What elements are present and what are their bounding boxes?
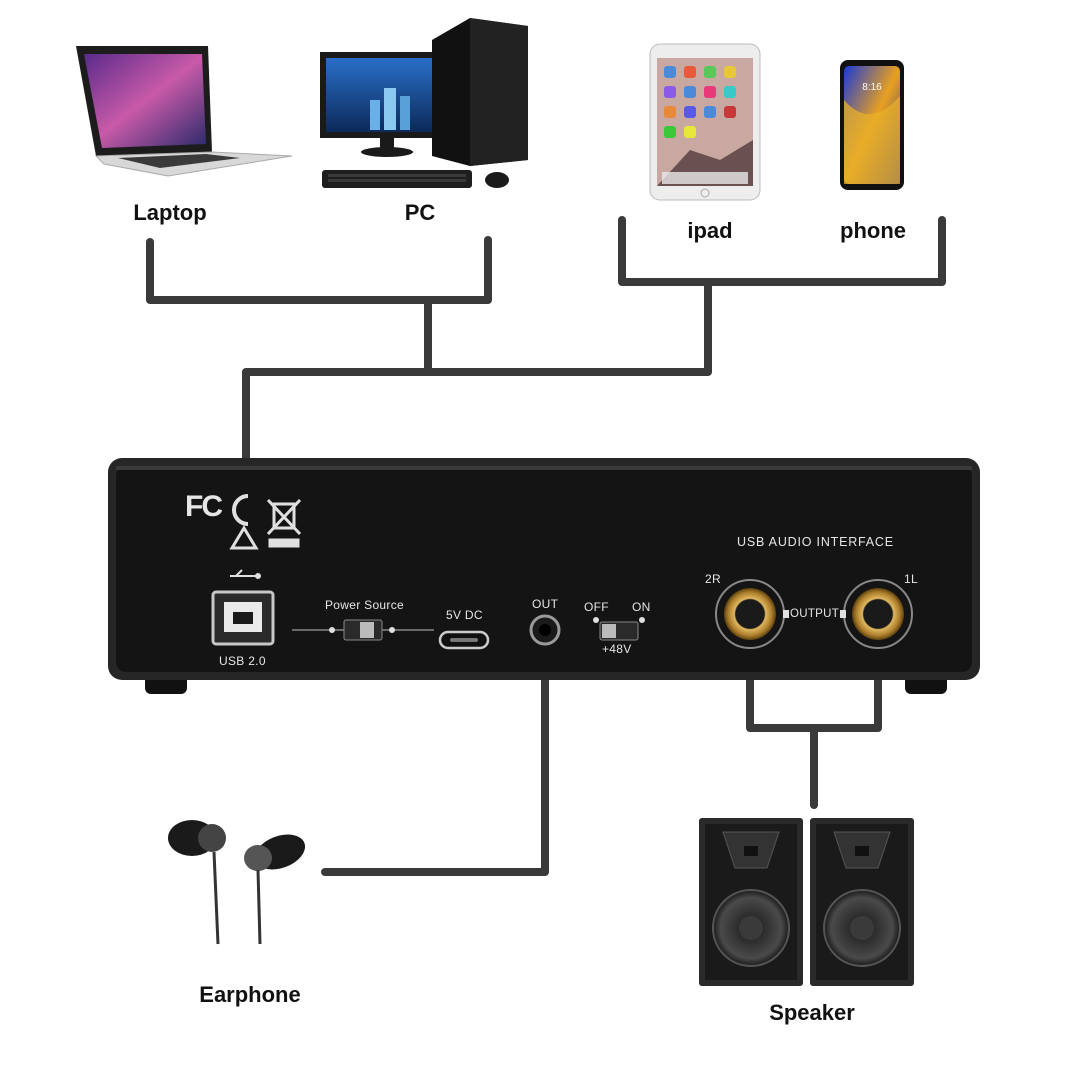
speaker-left-image (699, 818, 803, 986)
panel-title: USB AUDIO INTERFACE (737, 535, 894, 549)
fcc-logo: FC (185, 490, 221, 524)
switch-on-label: ON (632, 600, 651, 614)
output-right-label: 2R (705, 572, 721, 586)
laptop-image (76, 46, 292, 176)
label-pc: PC (370, 200, 470, 226)
speaker-right-image (810, 818, 914, 986)
output-label: OUTPUT (790, 608, 839, 620)
earphone-image (168, 820, 310, 944)
usb-port-label: USB 2.0 (219, 654, 266, 668)
label-speaker: Speaker (742, 1000, 882, 1026)
output-left-label: 1L (904, 572, 918, 586)
dc-input-label: 5V DC (446, 608, 483, 622)
pc-image (320, 18, 528, 188)
out-jack-label: OUT (532, 597, 558, 611)
phone-image (840, 60, 904, 190)
switch-off-label: OFF (584, 600, 609, 614)
cable-laptop-pc-fork (150, 240, 488, 300)
output-jack-left-icon (852, 588, 904, 640)
usb-b-port-icon (213, 592, 273, 644)
power-source-label: Power Source (325, 598, 404, 612)
label-laptop: Laptop (110, 200, 230, 226)
output-jack-right-icon (724, 588, 776, 640)
phone-time: 8:16 (862, 82, 882, 93)
phantom-power-label: +48V (602, 642, 632, 656)
label-earphone: Earphone (180, 982, 320, 1008)
ipad-image (650, 44, 760, 200)
label-ipad: ipad (660, 218, 760, 244)
label-phone: phone (818, 218, 928, 244)
cable-mobile-trunk (428, 282, 708, 372)
